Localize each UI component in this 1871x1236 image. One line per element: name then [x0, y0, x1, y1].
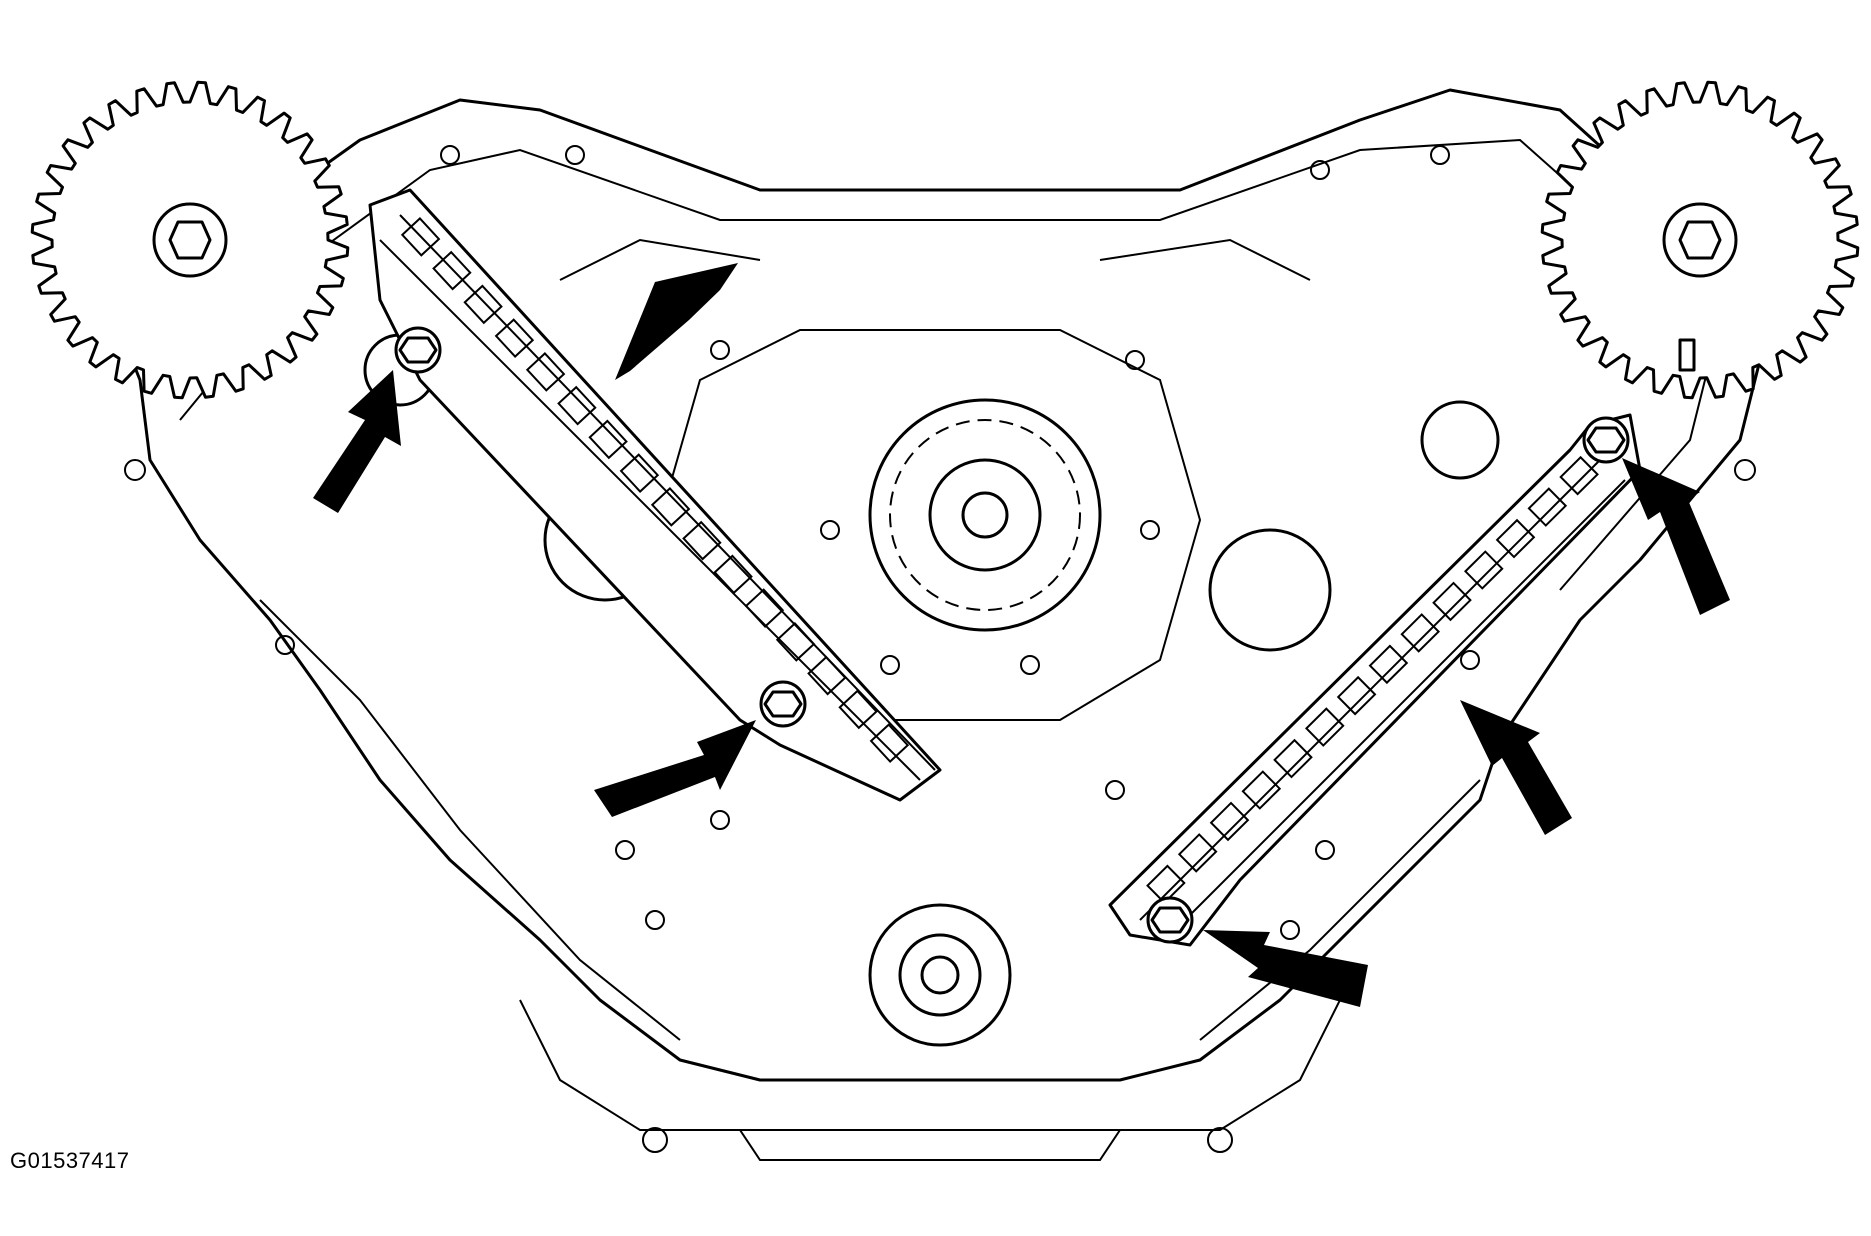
chain-link — [1400, 613, 1441, 653]
chain-link — [588, 419, 628, 460]
right-timing-chain-guide — [1108, 413, 1642, 947]
arrow-right-lower-bolt — [1203, 930, 1368, 1007]
figure-id-label: G01537417 — [10, 1148, 130, 1173]
chain-link — [432, 250, 472, 291]
chain-link — [1368, 644, 1409, 685]
arrow-right-guide — [1460, 700, 1572, 835]
arrow-left-upper-bolt — [313, 370, 401, 513]
chain-link — [650, 487, 691, 527]
chain-link — [1336, 675, 1377, 716]
chain-link — [463, 284, 503, 325]
left-timing-chain-guide — [368, 188, 942, 802]
chain-link — [1527, 487, 1568, 527]
engine-block — [118, 88, 1762, 1161]
left-camshaft-sprocket — [30, 80, 350, 400]
chain-link — [1146, 864, 1186, 905]
chain-link — [1241, 770, 1282, 810]
chain-link — [775, 622, 816, 662]
chain-link — [619, 453, 660, 493]
chain-link — [1304, 707, 1345, 747]
chain-link — [869, 723, 910, 763]
chain-link — [744, 588, 785, 628]
chain-link — [525, 352, 566, 392]
chain-link — [1559, 455, 1599, 496]
chain-link — [1463, 550, 1504, 590]
chain-link — [400, 217, 441, 257]
chain-link — [713, 554, 753, 595]
chain-link — [838, 689, 878, 730]
chain-link — [1432, 581, 1472, 622]
bolt-holes — [124, 145, 1756, 1153]
chain-link — [494, 318, 535, 358]
arrow-left-lower-bolt — [594, 720, 756, 817]
pointer-arrows — [313, 263, 1730, 1007]
chain-link — [1209, 801, 1250, 842]
chain-link — [1495, 518, 1536, 559]
arrow-left-guide — [615, 263, 738, 380]
arrow-right-upper-bolt — [1622, 458, 1730, 615]
chain-link — [557, 385, 597, 426]
chain-link — [682, 520, 722, 561]
chain-link — [1177, 833, 1218, 873]
chain-link — [1273, 738, 1313, 779]
right-camshaft-sprocket — [1540, 80, 1860, 400]
chain-link — [807, 655, 847, 696]
